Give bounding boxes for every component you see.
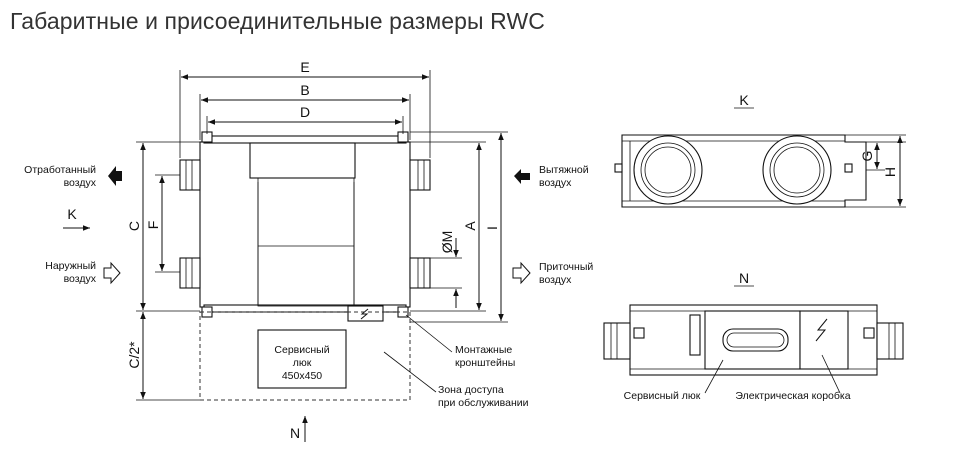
- dim-D: D: [206, 104, 404, 134]
- extract-line1: Вытяжной: [539, 164, 589, 176]
- dim-C-label: C: [126, 221, 142, 231]
- brackets-line2: кронштейны: [455, 357, 515, 369]
- view-K-title: K: [739, 92, 749, 108]
- page-title: Габаритные и присоединительные размеры R…: [10, 8, 545, 34]
- view-N-drawing: N Сервисный люк Электрическая коробка: [603, 270, 904, 402]
- supply-line1: Приточный: [539, 261, 593, 273]
- view-K-duct-right: [762, 135, 832, 205]
- view-K-marker: K: [67, 206, 77, 222]
- outdoor-arrow-icon: [103, 261, 121, 285]
- service-hatch-line1: Сервисный: [274, 344, 329, 356]
- dim-I: I: [410, 131, 508, 323]
- extract-line2: воздух: [539, 177, 572, 189]
- brackets-line1: Монтажные: [455, 344, 512, 356]
- dim-A: A: [410, 141, 486, 312]
- dim-I-label: I: [484, 226, 500, 230]
- view-N-electrical-box: [799, 310, 849, 370]
- outdoor-line2: воздух: [64, 273, 97, 285]
- zone-leader: [383, 351, 437, 393]
- view-K-duct-left: [633, 135, 703, 205]
- supply-arrow-icon: [512, 261, 531, 285]
- supply-line2: воздух: [539, 274, 572, 286]
- service-hatch-annotation: Сервисный люк: [624, 390, 701, 402]
- service-hatch-line2: люк: [293, 357, 312, 369]
- electrical-box-annotation: Электрическая коробка: [735, 390, 850, 402]
- top-panel: [249, 142, 356, 179]
- exhaust-out-line1: Отработанный: [24, 164, 96, 176]
- dim-B: B: [199, 82, 411, 140]
- zone-line2: при обслуживании: [438, 397, 529, 409]
- view-N-title: N: [739, 270, 749, 286]
- service-hatch-line3: 450x450: [282, 370, 322, 382]
- view-K-drawing: K G H: [614, 92, 906, 208]
- dim-E: E: [179, 59, 431, 158]
- dim-F-label: F: [145, 221, 161, 230]
- brackets-leader: [405, 314, 453, 353]
- dim-E-label: E: [300, 59, 309, 75]
- zone-line1: Зона доступа: [438, 384, 504, 396]
- lightning-icon: [815, 318, 828, 342]
- main-top-view: Сервисный люк 450x450: [179, 131, 431, 401]
- dim-M-label: ØM: [439, 231, 455, 254]
- dim-D-label: D: [300, 104, 310, 120]
- view-N-marker: N: [290, 425, 300, 441]
- right-spigot-lower: [409, 257, 431, 289]
- extract-arrow-icon: [514, 169, 530, 184]
- left-spigot-upper: [179, 159, 201, 191]
- dim-C2-label: C/2*: [126, 341, 142, 369]
- left-spigot-lower: [179, 257, 201, 289]
- dim-C2: C/2*: [126, 312, 200, 401]
- exhaust-out-arrow-icon: [108, 166, 122, 186]
- outdoor-line1: Наружный: [45, 260, 96, 272]
- right-spigot-upper: [409, 159, 431, 191]
- dim-M: ØM: [430, 231, 462, 308]
- dim-F: F: [145, 174, 180, 273]
- exhaust-out-line2: воздух: [64, 177, 97, 189]
- dim-C: C: [126, 141, 200, 312]
- dim-G-label: G: [859, 151, 875, 162]
- dim-B-label: B: [300, 82, 309, 98]
- service-hatch-box: [257, 329, 347, 389]
- service-zone: [199, 311, 411, 401]
- dim-H-label: H: [882, 167, 898, 177]
- dim-A-label: A: [462, 221, 478, 231]
- top-flange: [203, 135, 407, 144]
- view-N-handle: [722, 328, 789, 352]
